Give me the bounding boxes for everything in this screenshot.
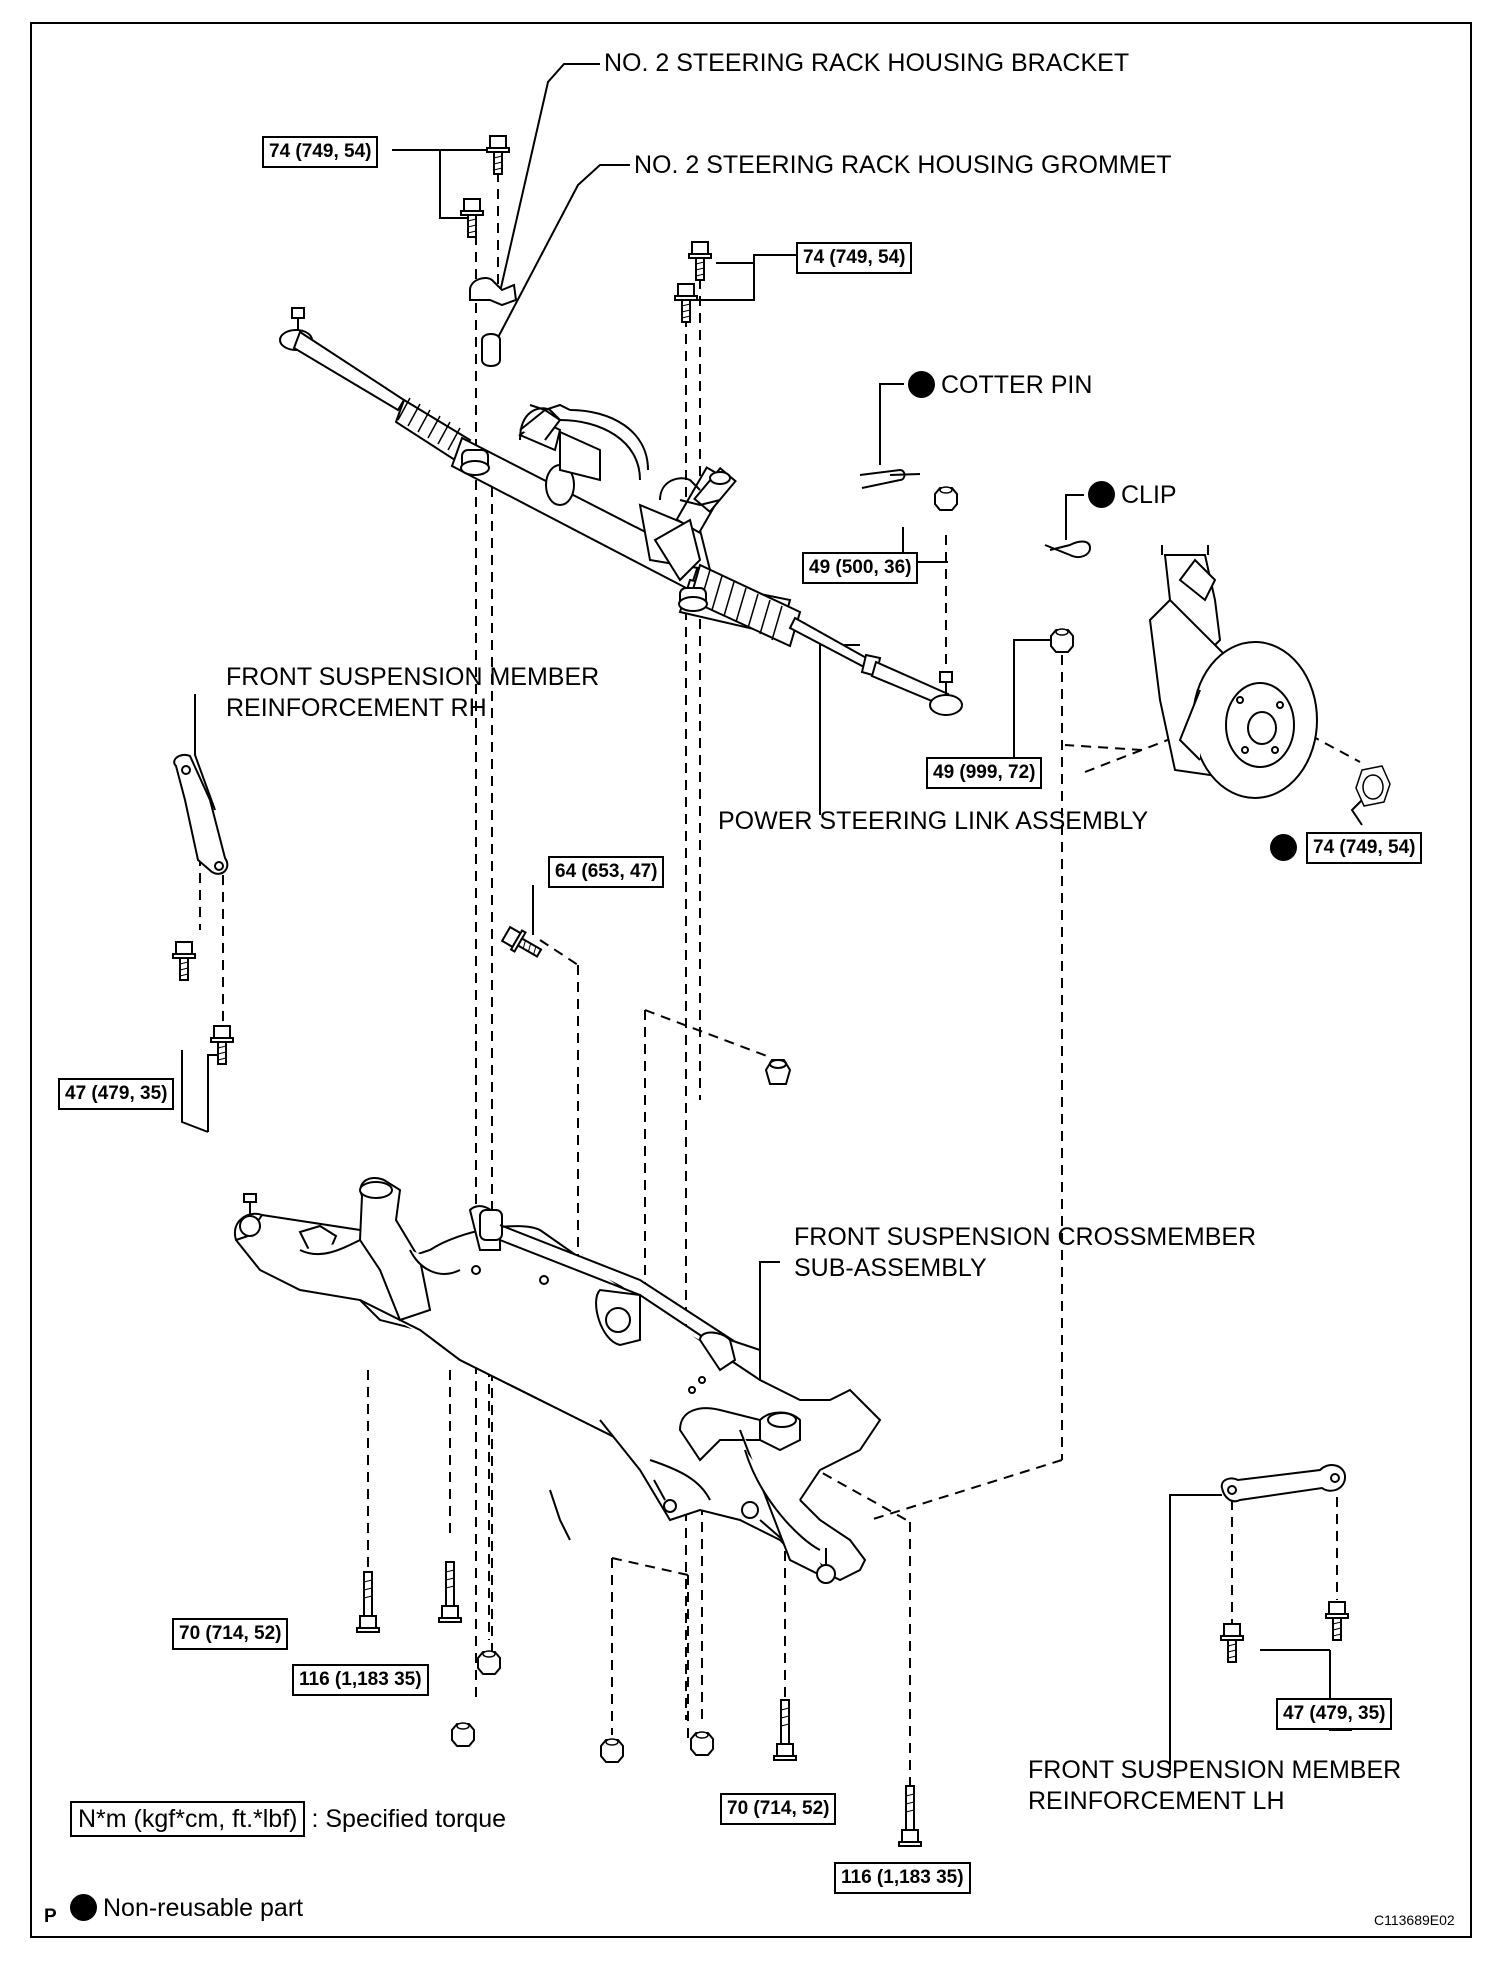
upper-fasteners xyxy=(460,135,1074,653)
torque-crossmember-rear-right: 116 (1,183 35) xyxy=(834,1862,971,1894)
reinforcement-rh xyxy=(173,754,229,875)
figure-code: C113689E02 xyxy=(1374,1912,1455,1928)
label-crossmember-line2: SUB-ASSEMBLY xyxy=(794,1254,987,1282)
dashed-alignment-lines xyxy=(199,155,1361,1835)
legend-unit-box: N*m (kgf*cm, ft.*lbf) xyxy=(70,1801,306,1837)
torque-knuckle-nut: 49 (999, 72) xyxy=(926,757,1043,789)
nonreusable-dot-icon xyxy=(908,371,935,398)
label-no2-grommet: NO. 2 STEERING RACK HOUSING GROMMET xyxy=(634,151,1172,179)
steering-knuckle xyxy=(1148,545,1391,807)
torque-reinforcement-rh: 47 (479, 35) xyxy=(58,1078,175,1110)
legend-unit-text: : Specified torque xyxy=(311,1805,507,1833)
label-clip-text: CLIP xyxy=(1121,481,1177,509)
legend-nonreusable: Non-reusable part xyxy=(70,1893,303,1924)
label-cotter-pin: COTTER PIN xyxy=(908,370,1092,401)
cotter-pin-drawing xyxy=(859,468,921,489)
corner-letter: P xyxy=(44,1906,57,1927)
nonreusable-dot-icon xyxy=(1088,481,1115,508)
center-bolt xyxy=(499,923,546,964)
reinforcement-lh xyxy=(1220,1463,1346,1503)
torque-tie-rod-nut: 49 (500, 36) xyxy=(802,552,919,584)
small-nut xyxy=(764,1059,792,1085)
torque-center-bolt: 64 (653, 47) xyxy=(548,856,665,888)
label-crossmember-line1: FRONT SUSPENSION CROSSMEMBER xyxy=(794,1223,1257,1251)
label-clip: CLIP xyxy=(1088,480,1177,511)
torque-crossmember-rear-left: 116 (1,183 35) xyxy=(292,1664,429,1696)
steering-rack xyxy=(279,307,963,716)
legend-nonreusable-text: Non-reusable part xyxy=(103,1894,304,1922)
diagram-frame xyxy=(30,22,1472,1938)
crossmember xyxy=(233,1177,882,1584)
nonreusable-dot-icon xyxy=(70,1894,97,1921)
label-reinforcement-lh-line1: FRONT SUSPENSION MEMBER xyxy=(1028,1756,1402,1784)
clip-drawing xyxy=(1044,540,1092,558)
label-reinforcement-lh-line2: REINFORCEMENT LH xyxy=(1028,1787,1285,1815)
torque-crossmember-front-left: 70 (714, 52) xyxy=(172,1618,289,1650)
torque-hub-nut: 74 (749, 54) xyxy=(1306,832,1423,864)
label-cotter-pin-text: COTTER PIN xyxy=(941,371,1093,399)
nonreusable-dot-icon xyxy=(1270,834,1297,861)
torque-bracket-bolts: 74 (749, 54) xyxy=(262,136,379,168)
torque-crossmember-front-right: 70 (714, 52) xyxy=(720,1793,837,1825)
torque-reinforcement-lh: 47 (479, 35) xyxy=(1276,1698,1393,1730)
legend-torque: N*m (kgf*cm, ft.*lbf): Specified torque xyxy=(70,1801,507,1837)
label-no2-bracket: NO. 2 STEERING RACK HOUSING BRACKET xyxy=(604,49,1130,77)
torque-rack-bolts: 74 (749, 54) xyxy=(796,242,913,274)
label-reinforcement-rh-line2: REINFORCEMENT RH xyxy=(226,694,487,722)
leader-lines xyxy=(181,63,1363,1770)
label-reinforcement-rh-line1: FRONT SUSPENSION MEMBER xyxy=(226,663,600,691)
label-power-steering-link: POWER STEERING LINK ASSEMBLY xyxy=(718,807,1149,835)
